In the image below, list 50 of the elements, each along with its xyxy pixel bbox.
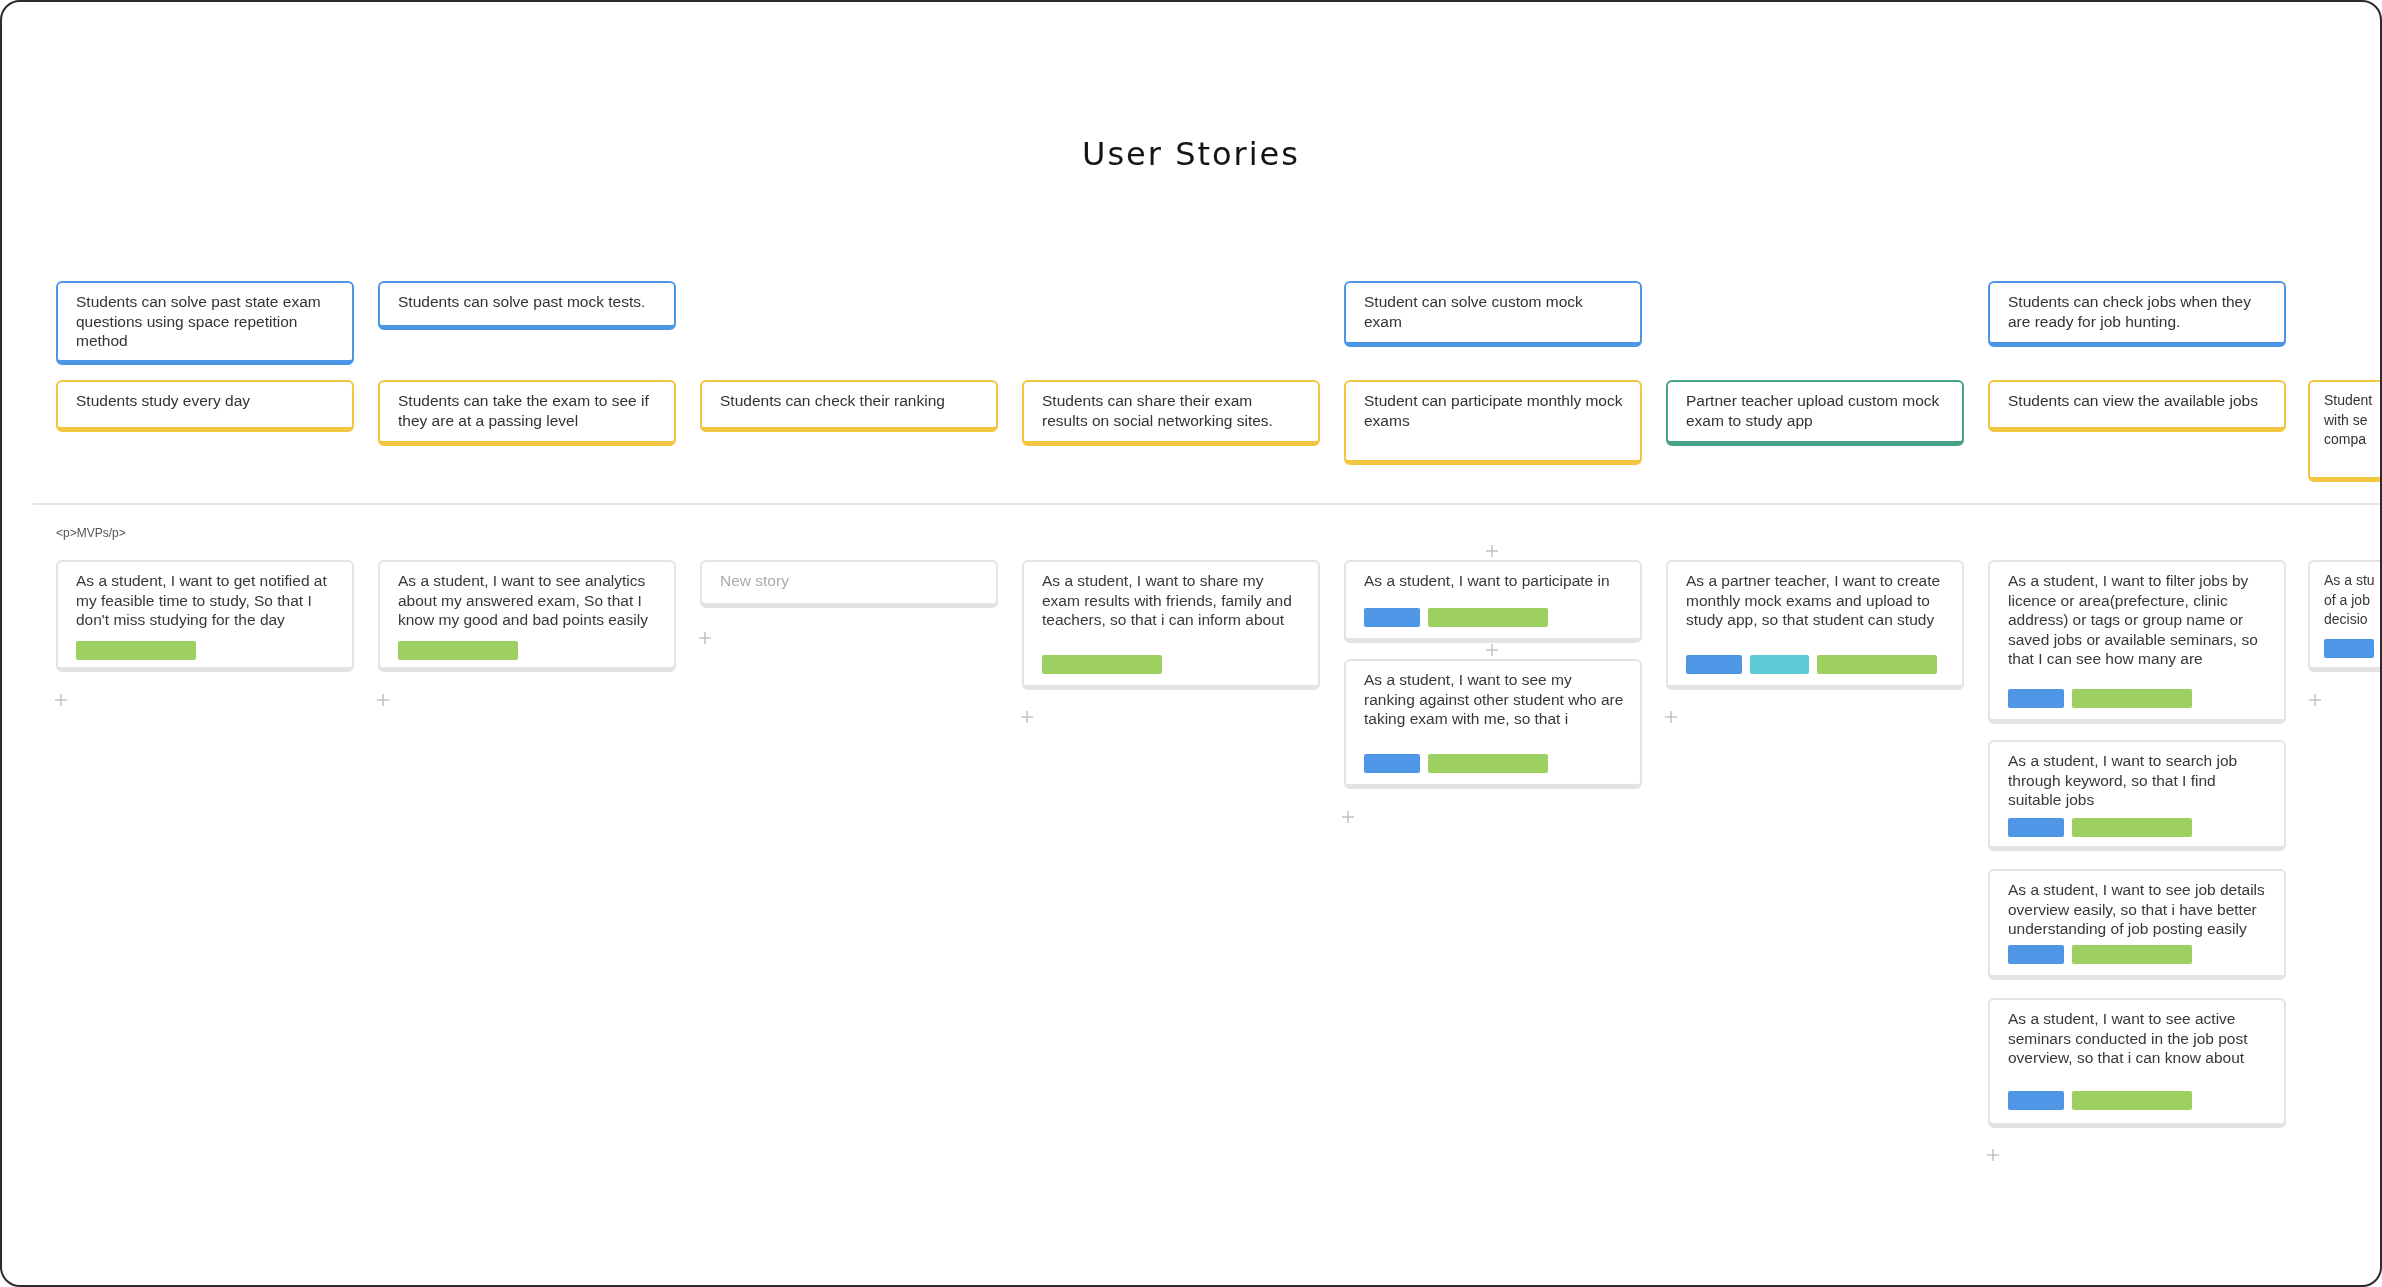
card-text: Students study every day [76,391,252,411]
card-text: Student with se compa [2324,391,2374,449]
card-text: As a student, I want to see active seminars conducted in the job post overview, so that i can know about [2008,1009,2249,1068]
card-text: As a student, I want to participate in [1364,571,1611,591]
card-text: Students can solve past state exam questions using space repetition method [76,292,322,351]
card-text: Partner teacher upload custom mock exam to study app [1686,391,1941,430]
story-card [378,560,676,672]
story-card [1988,869,2286,980]
card-text: Student can solve custom mock exam [1364,292,1584,331]
story-card [1344,659,1642,789]
task-card [1022,380,1320,446]
story-card [1988,560,2286,724]
card-text: Students can check jobs when they are ready for job hunting. [2008,292,2252,331]
story-card [56,560,354,672]
story-card [1022,560,1320,690]
story-card [1344,560,1642,643]
activity-card [56,281,354,365]
story-card [1988,740,2286,851]
card-text: As a partner teacher, I want to create monthly mock exams and upload to study app, so that student can study [1686,571,1942,630]
new-story-card [700,560,998,608]
card-text: Students can take the exam to see if they are at a passing level [398,391,650,430]
card-text: As a student, I want to search job through keyword, so that I find suitable jobs [2008,751,2239,810]
card-text: Students can share their exam results on social networking sites. [1042,391,1274,430]
card-text: As a stu of a job decisio [2324,571,2376,629]
activity-card [1988,281,2286,347]
story-card [2308,560,2380,672]
task-card [56,380,354,432]
task-card [378,380,676,446]
card-text: As a student, I want to see my ranking against other student who are taking exam with me, so that i [1364,670,1624,729]
section-label: <p>MVPs/p> [56,526,126,541]
card-text: Students can solve past mock tests. [398,292,647,312]
activity-card [378,281,676,330]
card-text: As a student, I want to see analytics about my answered exam, So that I know my good and bad points easily [398,571,649,630]
story-card [1666,560,1964,690]
card-text: As a student, I want to see job details overview easily, so that i have better understanding of job posting easily [2008,880,2266,939]
task-card [1666,380,1964,446]
card-text: As a student, I want to get notified at my feasible time to study, So that I don't miss studying for the day [76,571,328,630]
card-text: As a student, I want to filter jobs by licence or area(prefecture, clinic address) or tags or group name or saved jobs or available seminars, so that I can see how many are [2008,571,2259,669]
card-text: Students can check their ranking [720,391,946,411]
diagram-title: User Stories [1082,134,1300,174]
card-text: New story [720,571,790,591]
activity-card [1344,281,1642,347]
task-card [1988,380,2286,432]
card-text: As a student, I want to share my exam results with friends, family and teachers, so that i can inform about [1042,571,1293,630]
task-card [1344,380,1642,465]
card-text: Student can participate monthly mock exams [1364,391,1624,430]
task-card [700,380,998,432]
story-card [1988,998,2286,1128]
task-card [2308,380,2380,482]
card-text: Students can view the available jobs [2008,391,2259,411]
